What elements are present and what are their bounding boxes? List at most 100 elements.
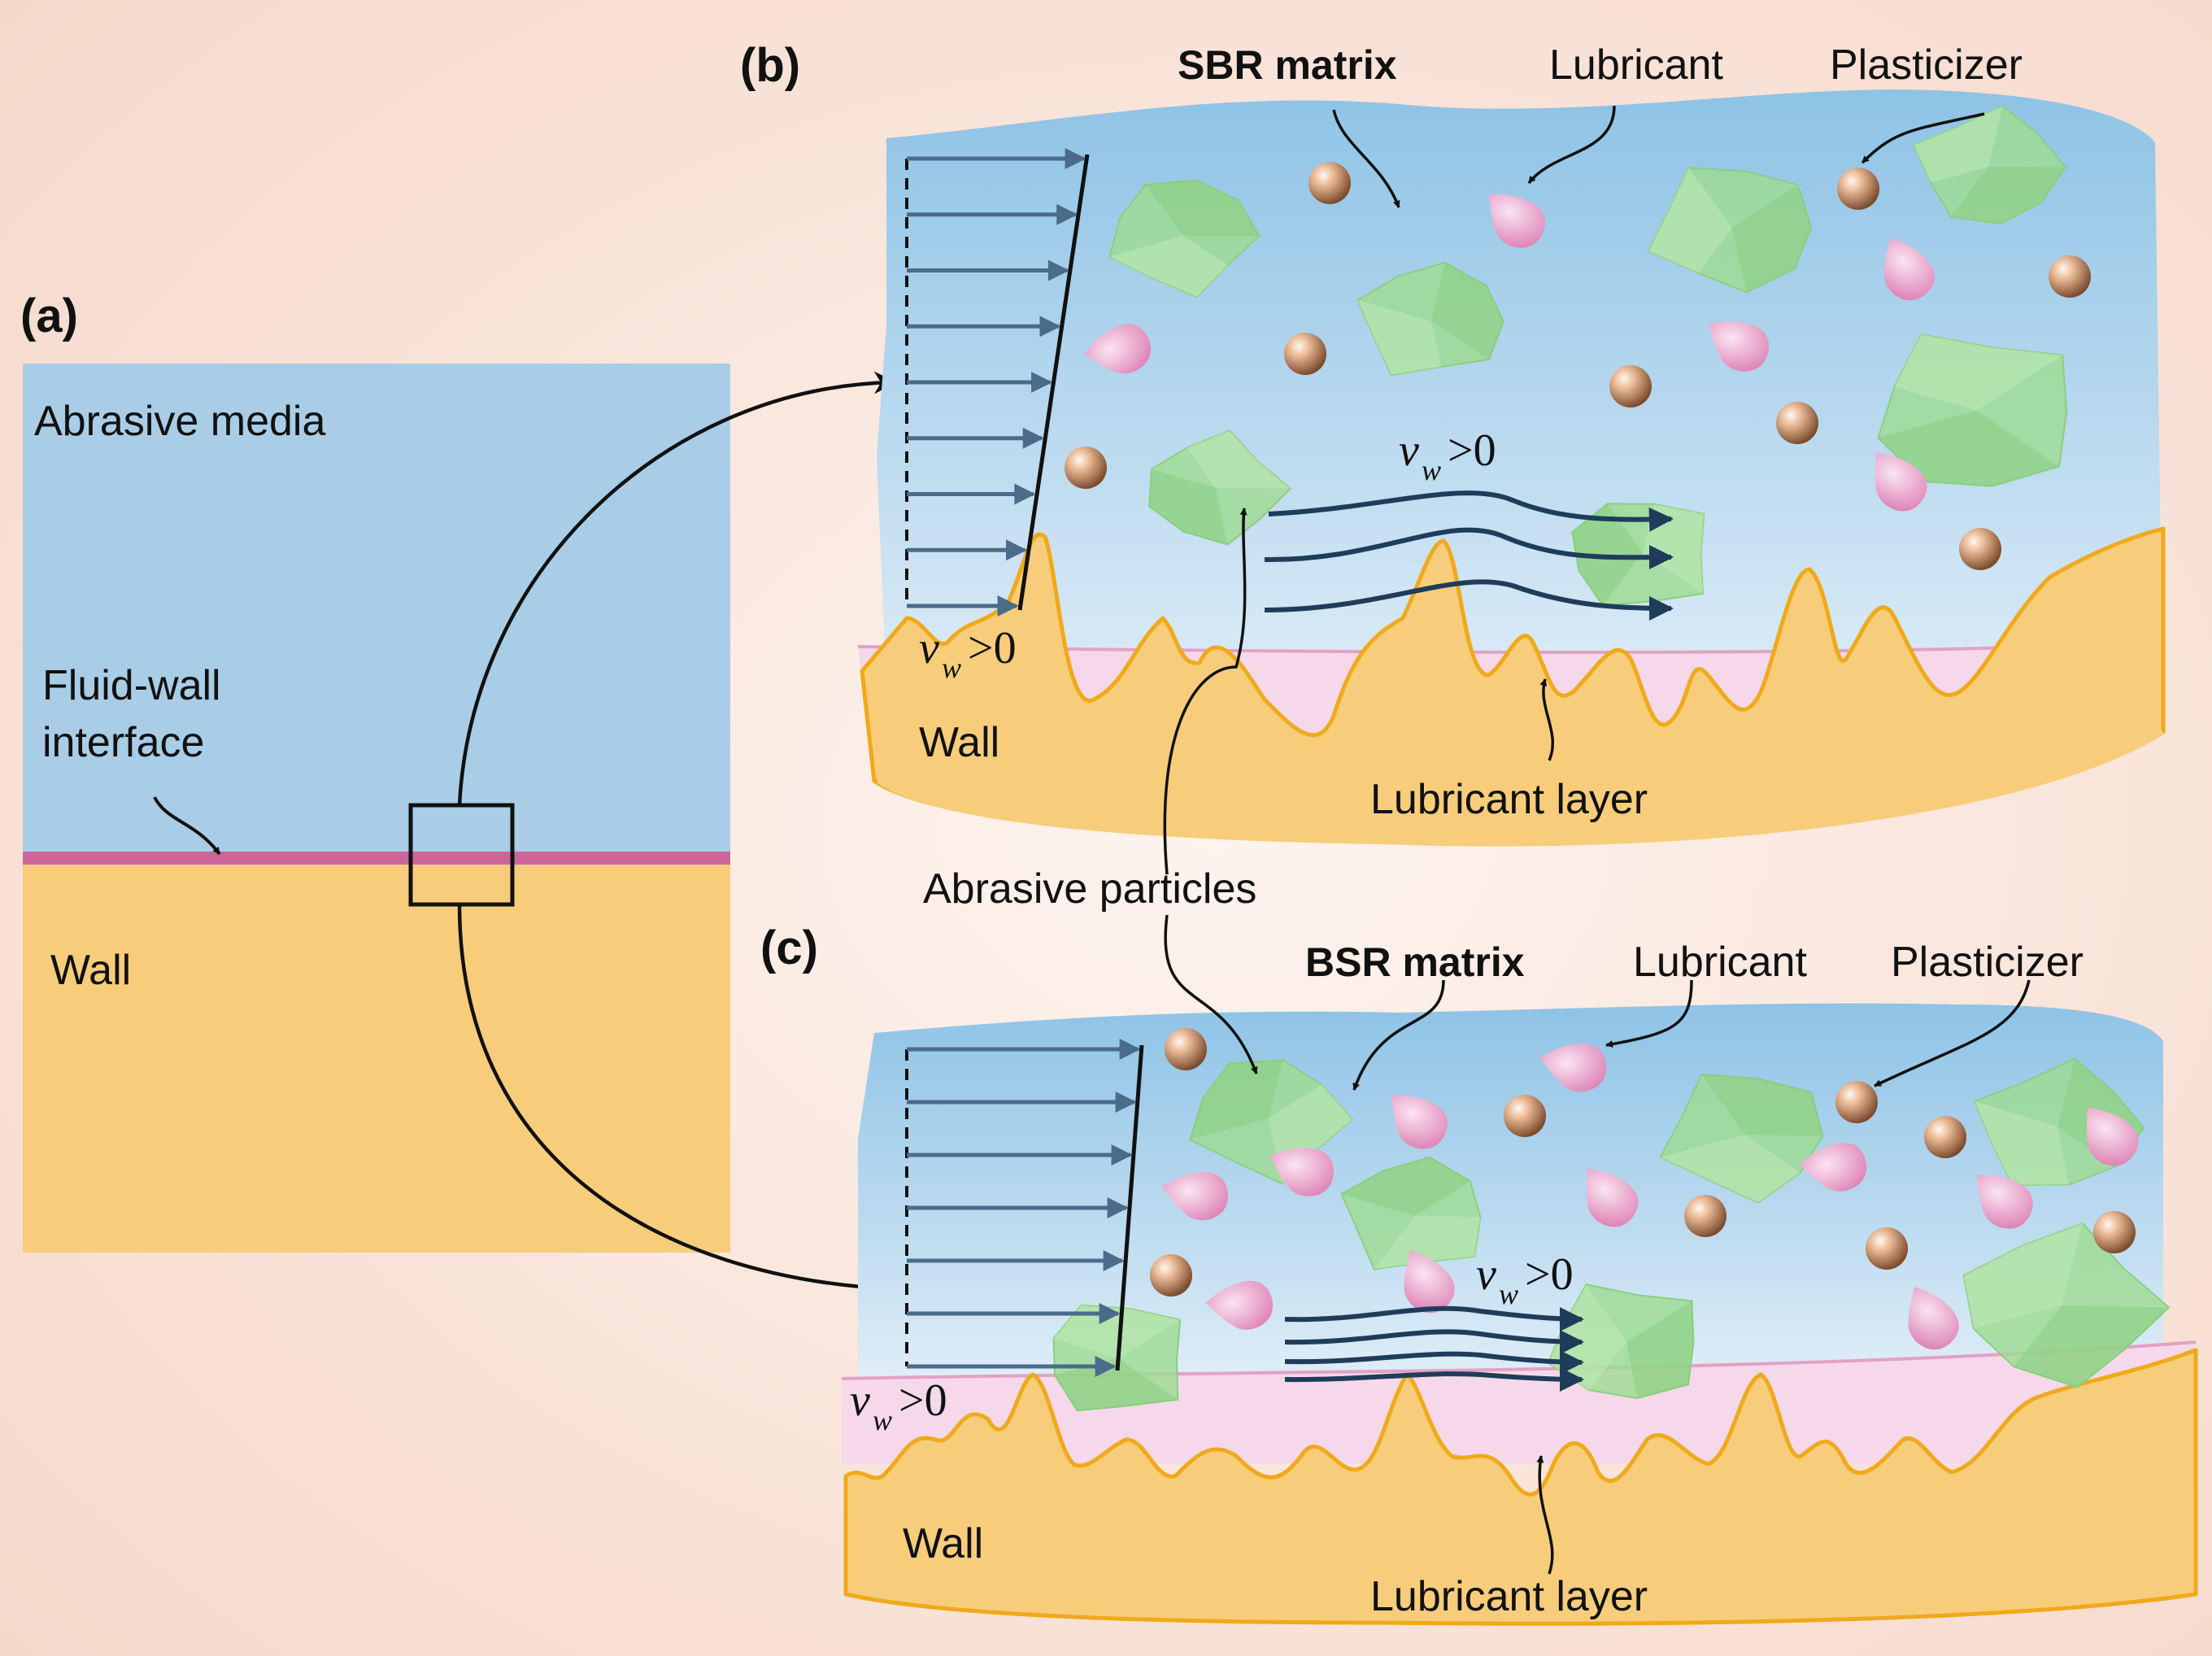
abrasive-particle-facet [1145, 180, 1260, 237]
abrasive-particle [1547, 1283, 1695, 1400]
lubricant-drop [1908, 1287, 1959, 1350]
plasticizer-arrow-b [1861, 112, 1985, 164]
interface-label-line2: interface [42, 719, 204, 766]
abrasive-particle-facet [1701, 1074, 1823, 1136]
velocity-symbol: v [850, 1375, 870, 1426]
velocity-subscript: w [1499, 1278, 1518, 1310]
abrasive-particle-facet [1894, 334, 2063, 411]
lubricant-drop [1539, 1044, 1607, 1092]
abrasive-particle-facet [1054, 1358, 1178, 1411]
lubricant-arrow-c [1605, 979, 1693, 1048]
abrasive-particle [1647, 167, 1813, 294]
lubricant-drop [1404, 1250, 1455, 1314]
zoom-arrow-to-c [457, 904, 897, 1300]
flow-streamlines-b [1264, 490, 1674, 621]
plasticizer-label-b: Plasticizer [1830, 41, 2023, 89]
lubricant-layer-arrow-b [1539, 678, 1554, 761]
lubricant-drop [1205, 1280, 1273, 1330]
abrasive-particle-facet [1975, 1101, 2070, 1186]
abrasive-particle-facet [1648, 168, 1732, 273]
velocity-label-b-flow: v w >0 [1399, 425, 1496, 486]
lubricant-drop [1708, 321, 1769, 372]
plasticizer-bead [1065, 447, 1107, 489]
lubricant-drop [1161, 1172, 1229, 1221]
abrasive-arrow-c [1164, 914, 1258, 1074]
fluid-wall-interface-line [23, 852, 730, 865]
velocity-relation: >0 [899, 1375, 947, 1426]
abrasive-particle-facet [1187, 430, 1291, 489]
velocity-subscript: w [873, 1404, 892, 1436]
streamline [1284, 1366, 1584, 1392]
panel-a [23, 364, 897, 1300]
abrasive-particle-facet [2014, 1305, 2169, 1388]
velocity-envelope-line [1017, 154, 1090, 611]
abrasive-particle-facet [1732, 185, 1812, 293]
lubricant-layer-c [842, 1342, 2196, 1464]
abrasive-particle-facet [1341, 1157, 1470, 1216]
abrasive-particle-facet [1878, 411, 2060, 486]
velocity-subscript: w [1422, 454, 1441, 486]
abrasive-particle-facet [1626, 1301, 1694, 1399]
velocity-envelope-line [1115, 1044, 1144, 1371]
velocity-symbol: v [919, 623, 939, 673]
velocity-relation: >0 [1448, 425, 1496, 476]
panel-label-c: (c) [760, 922, 818, 974]
plasticizer-bead [1150, 1254, 1192, 1296]
zoom-arrow-to-b [457, 371, 897, 806]
particles-layer [1052, 105, 2171, 1412]
wall-surface-b [860, 526, 2166, 847]
abrasive-particle [1356, 261, 1505, 377]
lubricant-drop [1976, 1174, 2033, 1229]
wall-label-c: Wall [903, 1520, 983, 1567]
plasticizer-bead [1504, 1095, 1546, 1137]
plasticizer-bead [1609, 365, 1652, 407]
wall-label-b: Wall [919, 719, 999, 766]
lubricant-layer-label-c: Lubricant layer [1370, 1573, 1648, 1620]
abrasive-particles-label: Abrasive particles [923, 865, 1256, 913]
abrasive-particle [1962, 1222, 2171, 1388]
plasticizer-bead [1835, 1081, 1878, 1123]
zoom-box [408, 803, 515, 907]
velocity-symbol: v [1476, 1249, 1496, 1300]
plasticizer-bead [1924, 1116, 1966, 1158]
abrasive-particle-facet [1357, 299, 1442, 376]
lubricant-layer-label-b: Lubricant layer [1370, 776, 1648, 823]
plasticizer-bead [1866, 1227, 1908, 1270]
interface-pointer-arrow [153, 796, 221, 856]
wall-bottom-b [877, 730, 2165, 847]
plasticizer-label-c: Plasticizer [1891, 939, 2084, 986]
lubricant-drop [1875, 452, 1927, 512]
abrasive-particle [1659, 1073, 1824, 1204]
velocity-subscript: w [942, 652, 961, 684]
velocity-relation: >0 [968, 623, 1017, 673]
abrasive-particle [1148, 429, 1292, 546]
wall-label-a: Wall [50, 947, 131, 994]
abrasive-media-region [23, 364, 730, 852]
abrasive-particle-facet [1374, 1216, 1481, 1270]
abrasive-particle-facet [1660, 1135, 1801, 1203]
streamline [1264, 527, 1674, 570]
streamline [1284, 1329, 1584, 1354]
lubricant-drop [1269, 1148, 1334, 1196]
velocity-label-b-wall: v w >0 [919, 623, 1017, 684]
velocity-label-c-wall: v w >0 [850, 1375, 947, 1436]
plasticizer-bead [1776, 402, 1818, 444]
abrasive-particle-facet [1190, 1060, 1283, 1140]
plasticizer-bead [1959, 528, 2001, 570]
sbr-matrix-label: SBR matrix [1178, 42, 1397, 88]
streamline [1284, 1349, 1584, 1375]
lubricant-drop [1488, 194, 1545, 248]
velocity-relation: >0 [1525, 1249, 1574, 1300]
lubricant-drop [1883, 238, 1935, 301]
lubricant-drop [1586, 1168, 1639, 1227]
lubricant-layer-arrow-c [1536, 1455, 1554, 1575]
velocity-label-c-flow: v w >0 [1476, 1249, 1574, 1310]
panel-label-b: (b) [740, 39, 800, 92]
lubricant-label-c: Lubricant [1633, 939, 1807, 986]
plasticizer-bead [1165, 1028, 1207, 1070]
abrasive-particle-facet [1053, 1305, 1181, 1358]
abrasive-particle [1913, 105, 2066, 224]
streamline [1284, 1305, 1584, 1331]
plasticizer-arrow-c [1874, 979, 2031, 1087]
